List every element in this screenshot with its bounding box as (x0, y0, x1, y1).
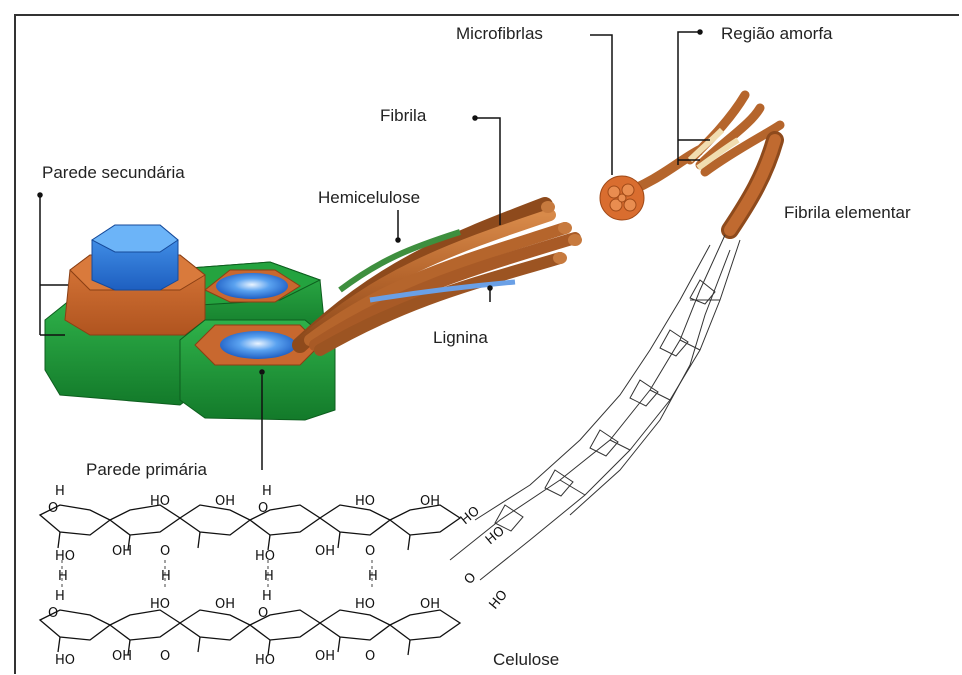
svg-text:OH: OH (420, 597, 440, 612)
svg-text:O: O (462, 570, 480, 587)
label-fibrila: Fibrila (380, 106, 426, 126)
label-fibrila-elementar: Fibrila elementar (784, 203, 911, 223)
amorphous-region (690, 95, 780, 230)
label-microfibrilas: Microfibrlas (456, 24, 543, 44)
svg-text:H: H (55, 589, 65, 604)
label-regiao-amorfa: Região amorfa (721, 24, 833, 44)
svg-text:O: O (48, 501, 58, 516)
svg-text:O: O (365, 544, 375, 559)
svg-text:H: H (262, 589, 272, 604)
label-lignina: Lignina (433, 328, 488, 348)
svg-text:OH: OH (215, 597, 235, 612)
svg-text:O: O (160, 544, 170, 559)
svg-text:O: O (258, 606, 268, 621)
svg-text:H: H (264, 569, 274, 584)
label-parede-secundaria: Parede secundária (42, 163, 185, 183)
svg-text:HO: HO (255, 549, 275, 564)
svg-text:HO: HO (355, 597, 375, 612)
chem-labels: H O HO OH H O HO OH HO OH O HO OH O H H … (48, 484, 511, 668)
svg-text:O: O (258, 501, 268, 516)
svg-text:H: H (262, 484, 272, 499)
svg-text:O: O (160, 649, 170, 664)
svg-text:OH: OH (315, 544, 335, 559)
svg-text:H: H (161, 569, 171, 584)
svg-text:OH: OH (112, 649, 132, 664)
cellulose-chain-row-1 (40, 505, 460, 550)
svg-text:HO: HO (55, 549, 75, 564)
cellulose-chain-row-2 (40, 610, 460, 655)
svg-text:OH: OH (112, 544, 132, 559)
hydrogen-bonds (62, 560, 372, 590)
svg-text:H: H (58, 569, 68, 584)
svg-text:HO: HO (55, 653, 75, 668)
svg-text:OH: OH (420, 494, 440, 509)
svg-text:HO: HO (355, 494, 375, 509)
svg-text:OH: OH (315, 649, 335, 664)
svg-text:HO: HO (255, 653, 275, 668)
label-hemicelulose: Hemicelulose (318, 188, 420, 208)
label-parede-primaria: Parede primária (86, 460, 207, 480)
label-celulose: Celulose (493, 650, 559, 670)
svg-text:O: O (365, 649, 375, 664)
svg-text:HO: HO (458, 504, 483, 528)
svg-text:HO: HO (150, 494, 170, 509)
cell-blocks (45, 225, 335, 420)
svg-text:O: O (48, 606, 58, 621)
svg-text:H: H (55, 484, 65, 499)
svg-text:HO: HO (150, 597, 170, 612)
svg-text:OH: OH (215, 494, 235, 509)
svg-text:HO: HO (487, 588, 511, 613)
svg-text:H: H (368, 569, 378, 584)
